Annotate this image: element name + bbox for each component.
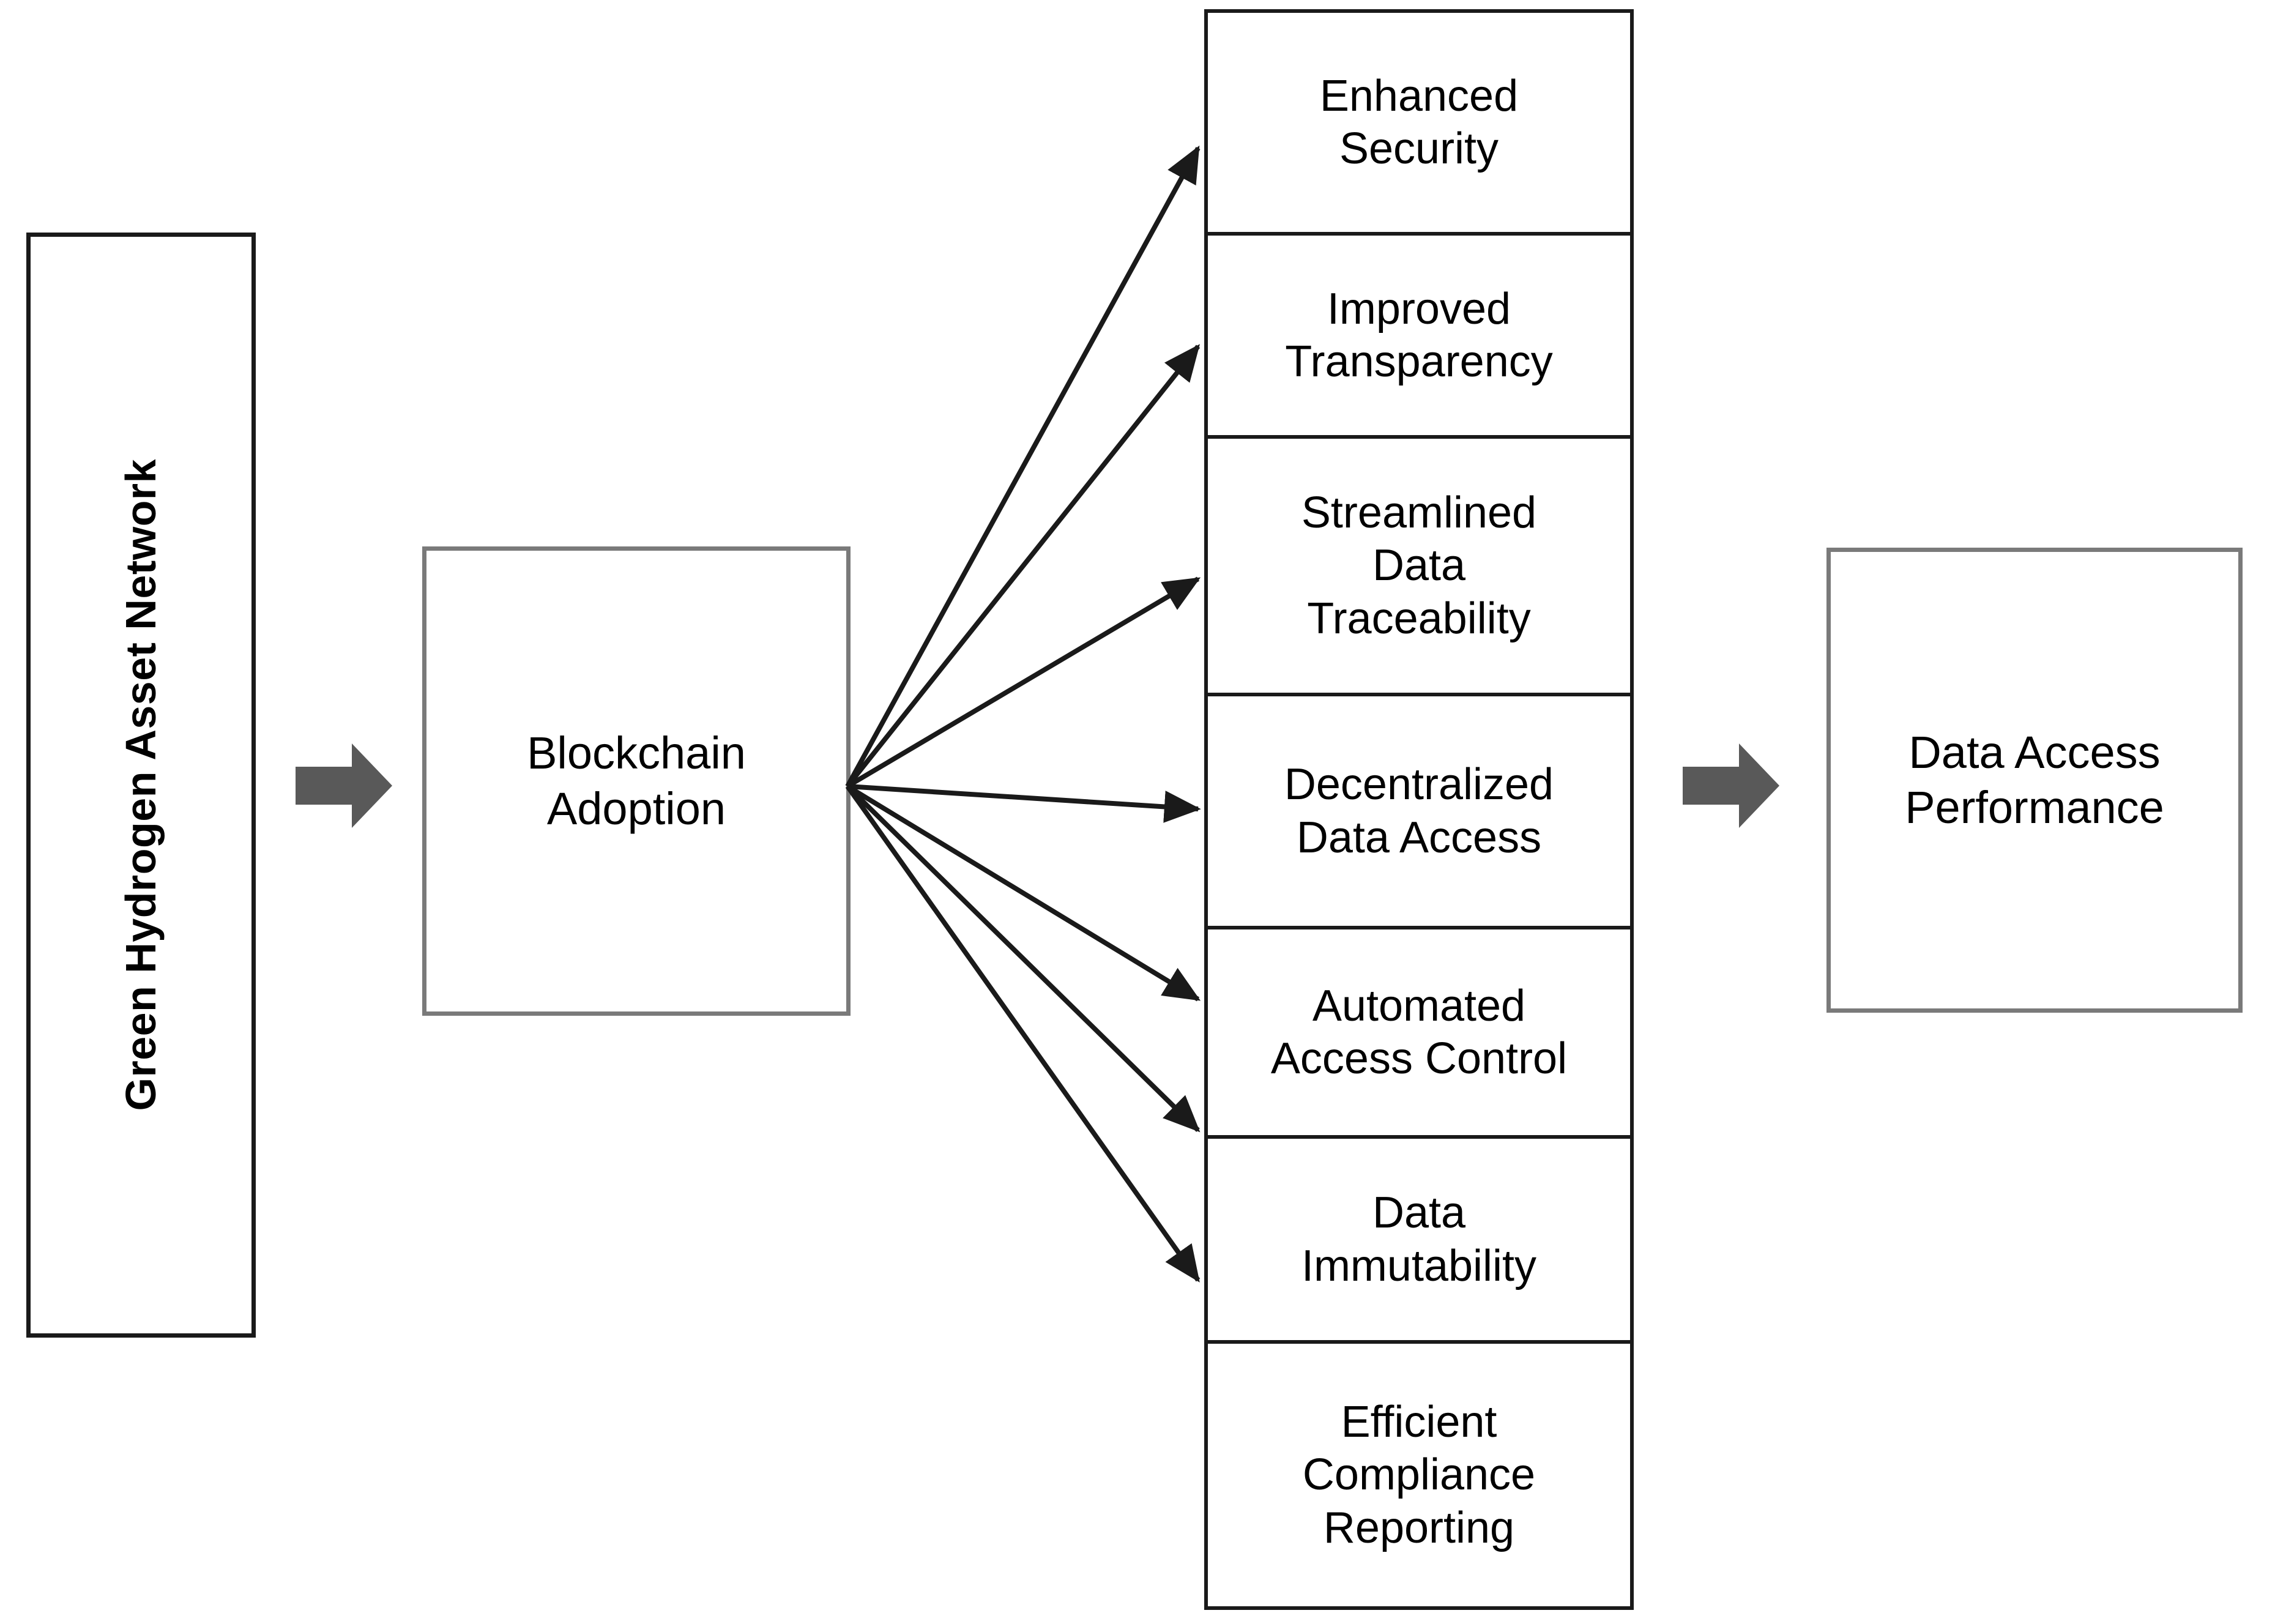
benefit-box-efficient-compliance-reporting: Efficient Compliance Reporting <box>1204 1340 1634 1610</box>
benefit-label: Data Immutability <box>1301 1188 1537 1291</box>
benefit-label: Enhanced Security <box>1319 71 1519 173</box>
outcome-node-data-access-performance: Data Access Performance <box>1826 548 2243 1013</box>
benefit-label: Improved Transparency <box>1285 284 1553 386</box>
block-arrow-source-to-mediator <box>296 743 392 828</box>
connector-to-automated-access-control <box>846 784 1201 1002</box>
connector-to-efficient-compliance-reporting <box>845 784 1201 1283</box>
connector-to-improved-transparency <box>845 344 1201 788</box>
benefit-label: Efficient Compliance Reporting <box>1302 1397 1536 1552</box>
connector-to-data-immutability <box>846 784 1201 1133</box>
connector-to-streamlined-data-traceability <box>846 576 1201 789</box>
source-node-label: Green Hydrogen Asset Network <box>116 459 165 1111</box>
benefit-box-enhanced-security: Enhanced Security <box>1204 9 1634 236</box>
source-node-green-hydrogen-asset-network: Green Hydrogen Asset Network <box>26 233 256 1338</box>
benefit-label: Decentralized Data Access <box>1284 760 1554 862</box>
benefit-label: Automated Access Control <box>1270 981 1568 1083</box>
benefit-box-automated-access-control: Automated Access Control <box>1204 926 1634 1139</box>
benefit-box-streamlined-data-traceability: Streamlined Data Traceability <box>1204 435 1634 696</box>
block-arrow-benefits-to-outcome <box>1683 743 1779 828</box>
benefit-box-data-immutability: Data Immutability <box>1204 1135 1634 1344</box>
benefit-box-stack: Enhanced Security Improved Transparency … <box>1204 9 1634 1610</box>
outcome-node-label: Data Access Performance <box>1905 726 2164 833</box>
mediator-node-label: Blockchain Adoption <box>527 728 746 834</box>
connector-to-enhanced-security <box>845 145 1201 788</box>
benefit-label: Streamlined Data Traceability <box>1301 488 1537 643</box>
mediator-node-blockchain-adoption: Blockchain Adoption <box>422 546 851 1016</box>
connector-to-decentralized-data-access <box>847 784 1201 823</box>
benefit-box-improved-transparency: Improved Transparency <box>1204 232 1634 439</box>
benefit-box-decentralized-data-access: Decentralized Data Access <box>1204 693 1634 929</box>
